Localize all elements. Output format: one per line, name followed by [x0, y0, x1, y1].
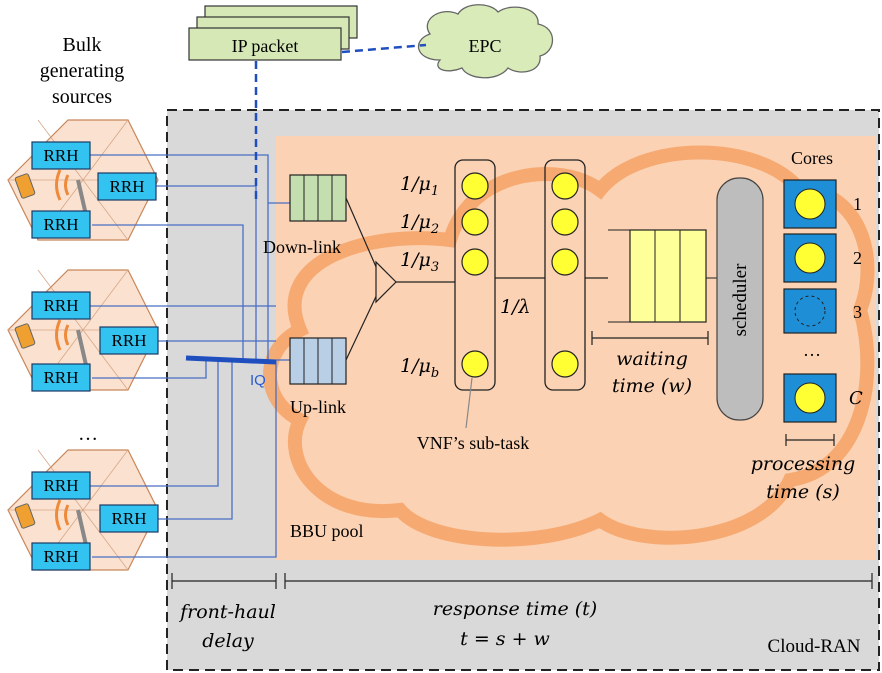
rrh-label: RRH	[44, 368, 79, 387]
sources-title-3: sources	[52, 86, 112, 108]
waiting-label-1: waiting	[616, 348, 688, 370]
vnf-circle	[461, 172, 489, 200]
rate-mu3: 1/μ3	[400, 249, 439, 275]
vnf-circle	[551, 208, 579, 236]
rrh-label: RRH	[44, 296, 79, 315]
vnf-label: VNF’s sub-task	[417, 433, 530, 453]
processing-brace	[785, 434, 835, 446]
cores-title: Cores	[791, 148, 833, 168]
phone-icon	[14, 503, 36, 529]
core-label-c: C	[849, 388, 863, 409]
rrh-label: RRH	[112, 509, 147, 528]
rrh-box	[31, 291, 91, 320]
vnf-circle	[551, 172, 579, 200]
core-labels: 1 2 3 … C	[803, 194, 863, 409]
processing-label-2: time (s)	[766, 481, 840, 503]
iq-label: IQ	[250, 372, 266, 389]
downlink-queue	[289, 174, 347, 222]
rrh-label: RRH	[110, 177, 145, 196]
cloud-ran-label: Cloud-RAN	[768, 636, 861, 657]
ip-packet-label: IP packet	[232, 36, 299, 56]
fronthaul-label-1: front-haul	[178, 601, 276, 623]
scheduler-block	[716, 177, 764, 421]
vnf-circle	[551, 248, 579, 276]
rrh-label: RRH	[112, 331, 147, 350]
rrh-label: RRH	[44, 476, 79, 495]
rrh-box	[97, 172, 157, 201]
fronthaul-label-2: delay	[202, 630, 254, 652]
rate-mub: 1/μb	[400, 355, 439, 381]
rrh-box	[31, 141, 91, 170]
waiting-brace	[591, 331, 709, 345]
cell-2	[7, 269, 159, 391]
iq-bus	[185, 355, 277, 365]
vnf-circle	[461, 350, 489, 378]
epc-cloud	[417, 4, 554, 79]
bbu-pool-label: BBU pool	[290, 521, 364, 541]
vnf-column-1	[454, 159, 496, 391]
rrh-label: RRH	[44, 547, 79, 566]
rate-mu1: 1/μ1	[400, 173, 439, 199]
processing-label-1: processing	[751, 453, 856, 475]
uplink-queue	[289, 337, 347, 385]
rate-labels: 1/μ1 1/μ2 1/μ3 1/μb	[400, 173, 439, 381]
phone-icon	[14, 323, 36, 349]
sources-ellipsis: …	[78, 423, 98, 445]
core-label-2: 2	[853, 248, 862, 268]
core-3	[783, 288, 837, 334]
bbu-cloud-outline	[263, 145, 875, 547]
sources-title-2: generating	[40, 60, 124, 82]
rrh-box	[31, 363, 91, 392]
vnf-circle	[461, 248, 489, 276]
uplink-label: Up-link	[290, 397, 346, 417]
vnf-circles-2	[551, 172, 579, 378]
antenna-icon	[14, 499, 88, 546]
antenna-icon	[14, 169, 88, 216]
epc-label: EPC	[468, 36, 501, 56]
core-label-ellipsis: …	[803, 340, 821, 360]
core-label-1: 1	[853, 194, 862, 214]
vnf-circle	[461, 208, 489, 236]
sources-title-1: Bulk	[63, 34, 102, 56]
vnf-circles-1	[461, 172, 489, 378]
timeline	[171, 573, 873, 589]
rrh-labels: RRH RRH RRH RRH RRH RRH RRH RRH RRH	[44, 146, 147, 566]
rrh-label: RRH	[44, 146, 79, 165]
response-label-2: t = s + w	[460, 628, 550, 650]
rrh-box	[99, 504, 159, 533]
scheduler-label: scheduler	[730, 263, 751, 336]
ip-packet-stack	[188, 5, 358, 61]
rrh-box	[31, 542, 91, 571]
rrh-box	[31, 210, 91, 239]
cell-1	[7, 119, 159, 241]
cell-3	[7, 449, 159, 571]
merge-lines	[345, 197, 455, 361]
bbu-pool-region	[276, 136, 876, 560]
vnf-circle	[551, 350, 579, 378]
response-label-1: response time (t)	[433, 598, 597, 620]
core-list	[783, 179, 837, 423]
rrh-boxes	[31, 141, 159, 571]
vnf-pointer	[465, 377, 473, 429]
ip-epc-link	[341, 43, 427, 54]
rrh-box	[31, 471, 91, 500]
lambda-label: 1/λ	[500, 296, 531, 318]
core-label-3: 3	[853, 302, 862, 322]
rate-mu2: 1/μ2	[400, 211, 439, 237]
waiting-queue	[608, 229, 718, 323]
downlink-label: Down-link	[263, 237, 341, 257]
antenna-icon	[14, 319, 88, 366]
rrh-label: RRH	[44, 215, 79, 234]
fronthaul-links	[90, 154, 290, 558]
vnf-column-2	[544, 159, 586, 391]
phone-icon	[14, 173, 36, 199]
rrh-box	[99, 326, 159, 355]
waiting-label-2: time (w)	[612, 375, 692, 397]
